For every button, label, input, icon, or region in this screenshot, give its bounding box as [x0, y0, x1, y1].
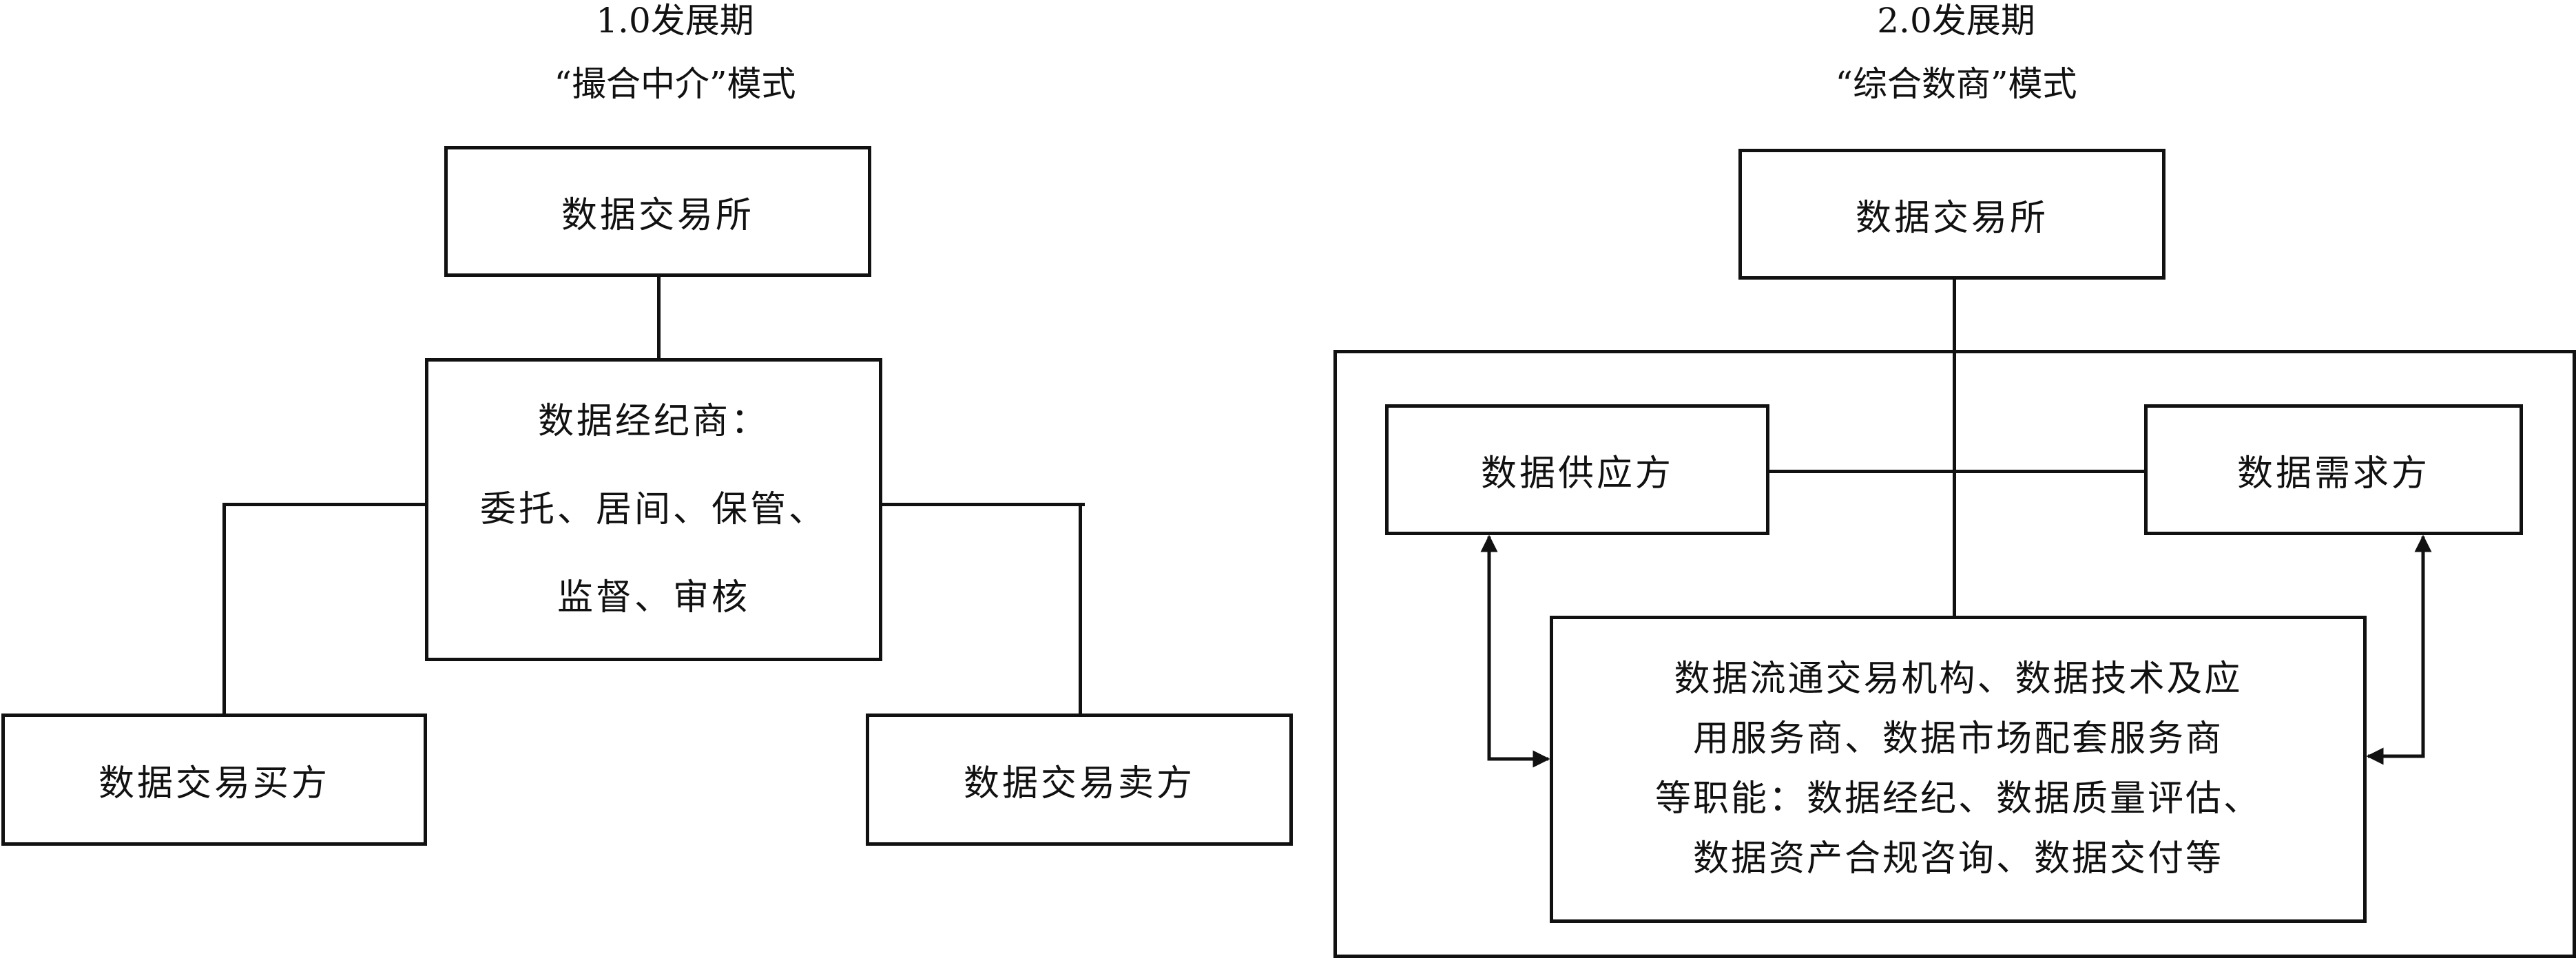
- services-box: 数据流通交易机构、数据技术及应 用服务商、数据市场配套服务商 等职能：数据经纪、…: [1550, 616, 2367, 923]
- broker-functions-line-1: 委托、居间、保管、: [479, 489, 827, 530]
- left-exchange-broker-connector: [657, 273, 661, 360]
- supplier-services-arrow: [1480, 534, 1550, 768]
- buyer-box: 数据交易买方: [1, 714, 427, 846]
- buyer-label: 数据交易买方: [98, 762, 330, 804]
- left-exchange-box: 数据交易所: [444, 146, 871, 277]
- right-heading-mode: “综合数商”模式: [1835, 64, 2077, 104]
- demander-services-arrow: [2366, 534, 2432, 765]
- left-buyer-horizontal-connector: [222, 503, 427, 506]
- broker-functions-line-2: 监督、审核: [557, 577, 750, 618]
- right-exchange-label: 数据交易所: [1855, 197, 2048, 239]
- supplier-box: 数据供应方: [1385, 404, 1769, 535]
- left-heading-mode: “撮合中介”模式: [554, 64, 796, 104]
- left-seller-vertical-connector: [1079, 503, 1082, 716]
- left-heading: 1.0发展期 “撮合中介”模式: [386, 0, 964, 116]
- demander-label: 数据需求方: [2236, 452, 2430, 494]
- supplier-label: 数据供应方: [1480, 452, 1674, 494]
- right-heading: 2.0发展期 “综合数商”模式: [1667, 0, 2245, 116]
- right-exchange-services-connector: [1953, 275, 1956, 617]
- seller-label: 数据交易卖方: [963, 762, 1195, 804]
- left-exchange-label: 数据交易所: [561, 194, 754, 236]
- demander-box: 数据需求方: [2144, 404, 2523, 535]
- right-heading-period: 2.0发展期: [1877, 1, 2035, 41]
- broker-title: 数据经纪商：: [537, 401, 769, 442]
- services-line-4: 数据资产合规咨询、数据交付等: [1692, 838, 2223, 879]
- seller-box: 数据交易卖方: [866, 714, 1293, 846]
- data-broker-box: 数据经纪商： 委托、居间、保管、 监督、审核: [425, 358, 882, 661]
- left-buyer-vertical-connector: [222, 503, 226, 716]
- right-exchange-box: 数据交易所: [1738, 149, 2165, 280]
- left-seller-horizontal-connector: [880, 503, 1085, 506]
- services-line-2: 用服务商、数据市场配套服务商: [1692, 718, 2223, 760]
- services-line-1: 数据流通交易机构、数据技术及应: [1674, 658, 2243, 700]
- left-heading-period: 1.0发展期: [596, 1, 754, 41]
- services-line-3: 等职能：数据经纪、数据质量评估、: [1654, 778, 2261, 820]
- supplier-demander-connector: [1767, 470, 2146, 473]
